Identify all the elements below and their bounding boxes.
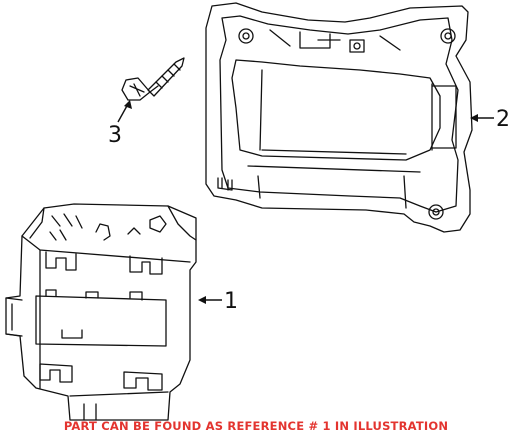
reference-footnote: PART CAN BE FOUND AS REFERENCE # 1 IN IL…	[63, 419, 449, 433]
screw-part-3	[121, 57, 185, 101]
callout-3-leader	[117, 103, 129, 123]
callout-1-arrowhead	[198, 296, 206, 304]
leader-arrows	[117, 100, 494, 304]
callout-number-2: 2	[496, 107, 510, 132]
callout-number-1: 1	[224, 289, 238, 314]
callout-3-arrowhead	[124, 100, 132, 109]
callout-2-arrowhead	[470, 114, 478, 122]
bracket-part-2	[205, 2, 473, 233]
module-part-1	[5, 203, 197, 421]
callout-number-3: 3	[108, 123, 122, 148]
